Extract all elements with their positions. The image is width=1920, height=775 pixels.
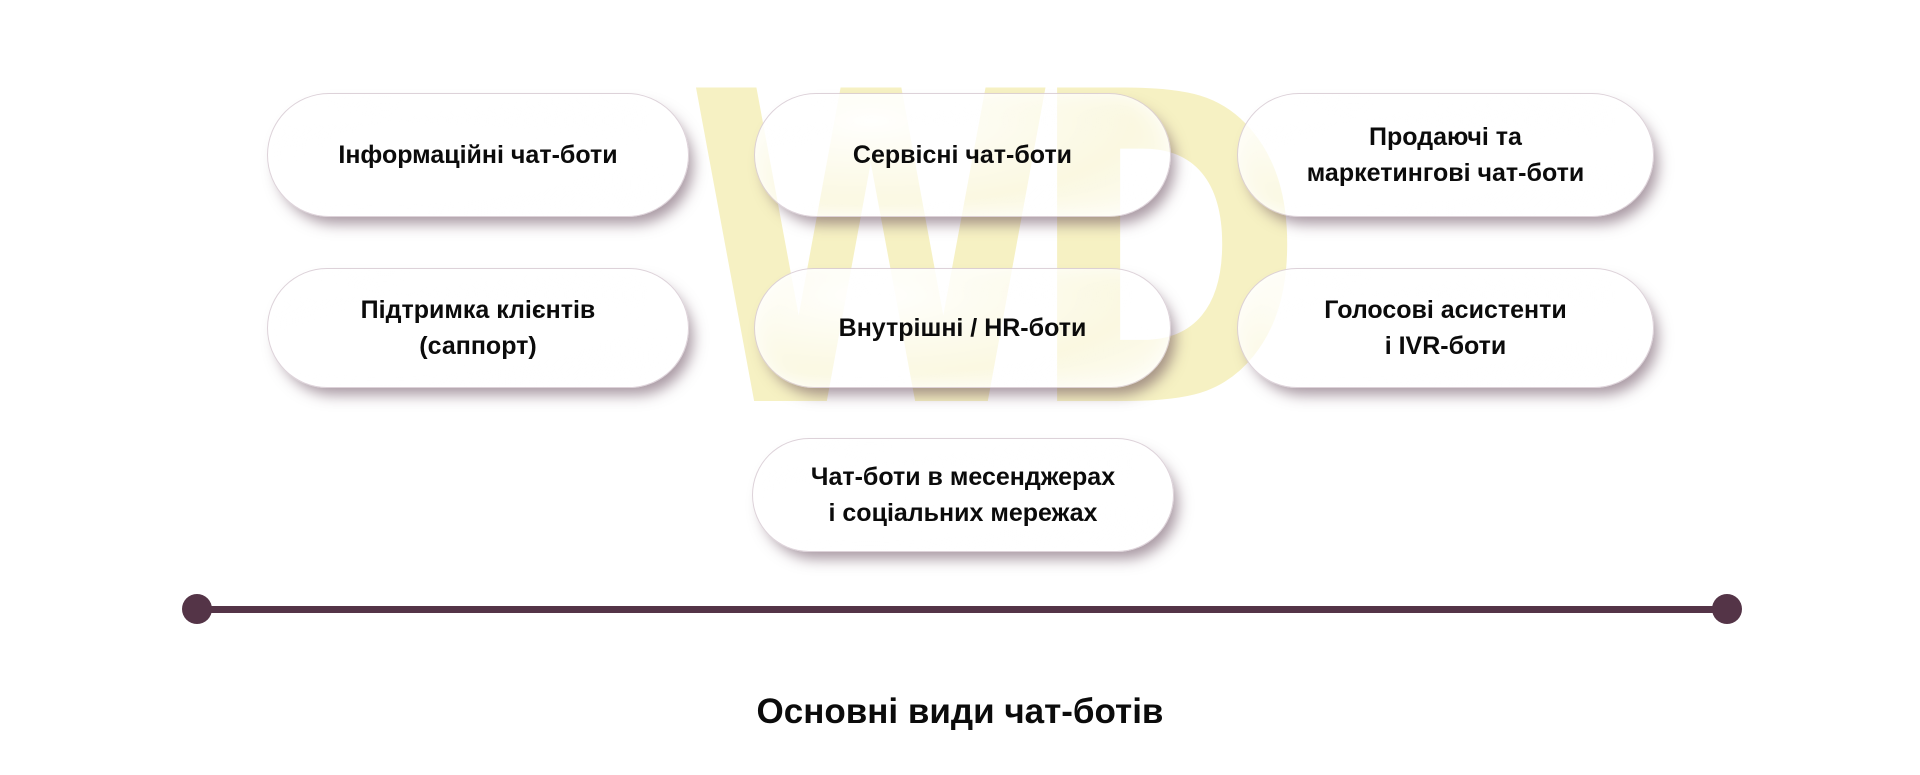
chatbot-type-box-service: Сервісні чат-боти: [754, 93, 1171, 217]
chatbot-type-label: Інформаційні чат-боти: [338, 140, 618, 169]
chatbot-type-label: Продаючі та маркетингові чат-боти: [1306, 122, 1585, 187]
chatbot-type-label: Сервісні чат-боти: [852, 140, 1073, 169]
divider-dot-left: [182, 594, 212, 624]
chatbot-type-box-informational: Інформаційні чат-боти: [267, 93, 689, 217]
chatbot-type-box-sales-marketing: Продаючі та маркетингові чат-боти: [1237, 93, 1654, 217]
chatbot-type-box-customer-support: Підтримка клієнтів (саппорт): [267, 268, 689, 388]
chatbot-type-box-internal-hr: Внутрішні / HR-боти: [754, 268, 1171, 388]
chatbot-type-box-voice-ivr: Голосові асистенти і IVR-боти: [1237, 268, 1654, 388]
divider-line: [196, 606, 1727, 613]
chatbot-type-label: Підтримка клієнтів (саппорт): [360, 295, 596, 360]
chatbot-type-label: Внутрішні / HR-боти: [838, 313, 1087, 342]
chatbot-type-box-messengers-social: Чат-боти в месенджерах і соціальних мере…: [752, 438, 1174, 552]
divider-dot-right: [1712, 594, 1742, 624]
chatbot-type-label: Голосові асистенти і IVR-боти: [1324, 295, 1567, 360]
diagram-title: Основні види чат-ботів: [756, 692, 1164, 731]
chatbot-type-label: Чат-боти в месенджерах і соціальних мере…: [810, 462, 1116, 527]
